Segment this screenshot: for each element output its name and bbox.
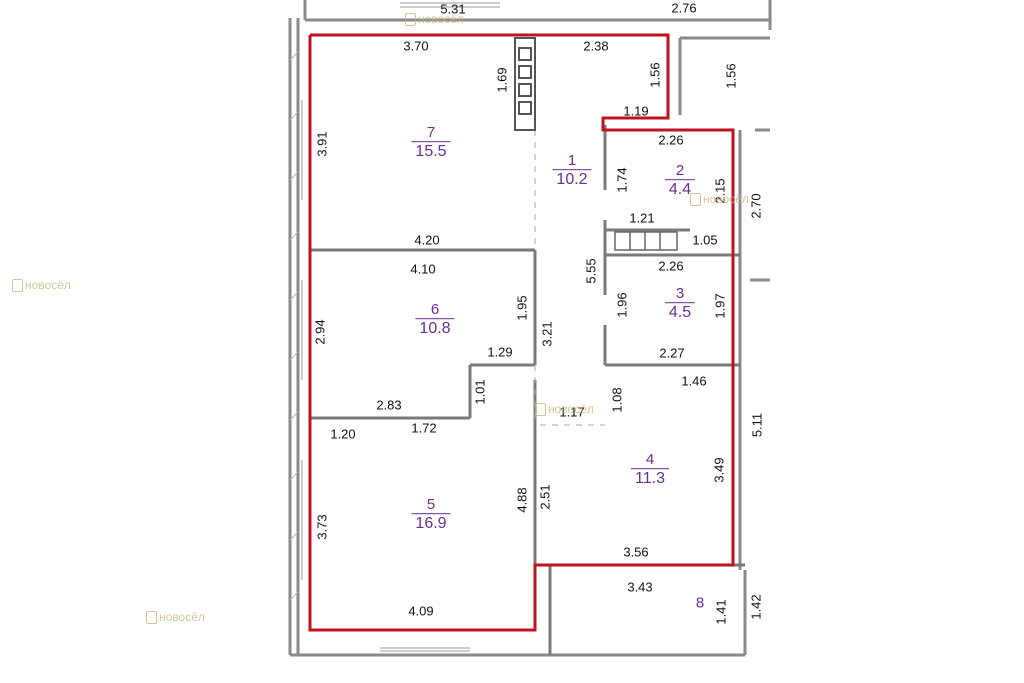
room-4-label: 4 11.3 bbox=[631, 451, 669, 489]
dim-3-70: 3.70 bbox=[403, 38, 429, 54]
dim-1-19: 1.19 bbox=[623, 103, 649, 119]
vent-shaft bbox=[514, 37, 536, 131]
apartment-outline bbox=[308, 33, 735, 632]
dim-3-56: 3.56 bbox=[623, 544, 649, 560]
dim-2-83: 2.83 bbox=[376, 397, 402, 413]
dim-4-10: 4.10 bbox=[410, 261, 436, 277]
dim-2-27: 2.27 bbox=[659, 345, 685, 361]
room-8-label: 8 bbox=[690, 594, 710, 611]
windows bbox=[301, 2, 500, 652]
watermark-logo-icon bbox=[690, 193, 701, 207]
dim-1-21: 1.21 bbox=[629, 210, 655, 226]
watermark-logo-icon bbox=[146, 611, 157, 625]
room-area: 11.3 bbox=[631, 468, 669, 488]
dim-1-96: 1.96 bbox=[614, 292, 630, 318]
dim-1-74: 1.74 bbox=[614, 167, 630, 193]
dim-2-26b: 2.26 bbox=[658, 258, 684, 274]
room-number: 4 bbox=[645, 451, 655, 469]
walls bbox=[288, 0, 772, 657]
watermark-logo-icon bbox=[12, 279, 23, 293]
dim-2-76: 2.76 bbox=[671, 0, 697, 16]
watermark-bottom-left: новосёл bbox=[146, 610, 205, 625]
room-number: 3 bbox=[675, 285, 685, 303]
dim-1-46: 1.46 bbox=[681, 373, 707, 389]
room-area: 16.9 bbox=[411, 513, 451, 533]
dim-1-56a: 1.56 bbox=[647, 62, 663, 88]
dim-4-88: 4.88 bbox=[514, 487, 530, 513]
room-1-label: 1 10.2 bbox=[552, 152, 592, 190]
room-number: 1 bbox=[567, 152, 577, 170]
room-number: 5 bbox=[426, 496, 436, 514]
dim-2-51: 2.51 bbox=[537, 484, 553, 510]
dim-3-91: 3.91 bbox=[314, 131, 330, 157]
room-number: 8 bbox=[695, 594, 705, 612]
room-number: 7 bbox=[426, 124, 436, 142]
room-5-label: 5 16.9 bbox=[411, 496, 451, 534]
room-number: 6 bbox=[430, 301, 440, 319]
dim-3-49: 3.49 bbox=[711, 457, 727, 483]
watermark-top: новосёл bbox=[405, 12, 464, 27]
dim-1-05: 1.05 bbox=[692, 232, 718, 248]
dim-5-11: 5.11 bbox=[749, 412, 765, 438]
dim-5-31: 5.31 bbox=[440, 1, 466, 17]
radiator bbox=[614, 231, 678, 251]
room-area: 10.8 bbox=[415, 318, 455, 338]
dim-1-56b: 1.56 bbox=[723, 63, 739, 89]
dim-1-41: 1.41 bbox=[713, 599, 729, 625]
dim-1-20: 1.20 bbox=[330, 426, 356, 442]
dim-4-20: 4.20 bbox=[414, 232, 440, 248]
wall-hatch bbox=[289, 51, 299, 601]
dim-1-69: 1.69 bbox=[494, 67, 510, 93]
dim-1-01: 1.01 bbox=[472, 379, 488, 405]
room-area: 10.2 bbox=[552, 169, 592, 189]
dim-1-42: 1.42 bbox=[748, 594, 764, 620]
room-area: 4.5 bbox=[664, 302, 696, 322]
dim-1-08: 1.08 bbox=[609, 387, 625, 413]
dim-2-70: 2.70 bbox=[748, 193, 764, 219]
dim-1-97: 1.97 bbox=[712, 293, 728, 319]
dim-3-43: 3.43 bbox=[627, 579, 653, 595]
partitions bbox=[310, 125, 745, 655]
dim-3-21: 3.21 bbox=[539, 321, 555, 347]
room-area: 4.4 bbox=[664, 179, 696, 199]
watermark-logo-icon bbox=[535, 403, 546, 417]
watermark-left: новосёл bbox=[12, 278, 71, 293]
room-6-label: 6 10.8 bbox=[415, 301, 455, 339]
dim-3-73: 3.73 bbox=[314, 514, 330, 540]
dim-2-26a: 2.26 bbox=[658, 132, 684, 148]
dim-1-95: 1.95 bbox=[514, 295, 530, 321]
room-2-label: 2 4.4 bbox=[664, 162, 696, 200]
room-7-label: 7 15.5 bbox=[411, 124, 451, 162]
watermark-center: новосёл bbox=[535, 402, 594, 417]
watermark-logo-icon bbox=[405, 13, 416, 27]
room-number: 2 bbox=[675, 162, 685, 180]
dim-4-09: 4.09 bbox=[408, 603, 434, 619]
room-3-label: 3 4.5 bbox=[664, 285, 696, 323]
dim-1-72: 1.72 bbox=[411, 420, 437, 436]
watermark-right: новосёл bbox=[690, 192, 749, 207]
room-area: 15.5 bbox=[411, 141, 451, 161]
dim-2-94: 2.94 bbox=[312, 319, 328, 345]
dim-5-55: 5.55 bbox=[583, 258, 599, 284]
dim-1-29: 1.29 bbox=[487, 344, 513, 360]
dim-1-17: 1.17 bbox=[559, 404, 585, 420]
dim-2-38: 2.38 bbox=[583, 38, 609, 54]
